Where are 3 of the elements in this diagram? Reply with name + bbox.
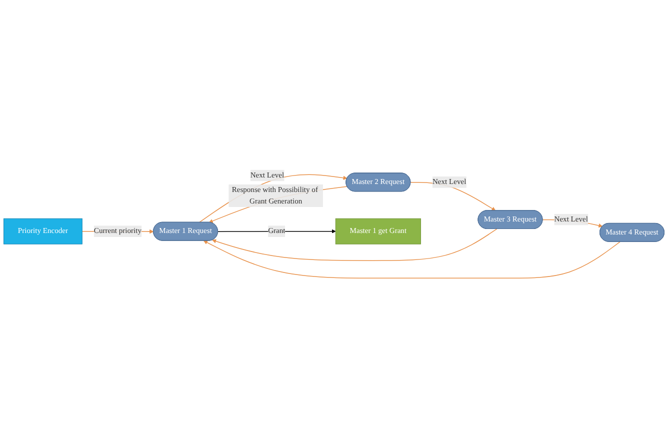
arrow — [203, 240, 620, 279]
arrow — [218, 229, 336, 234]
arrow — [212, 228, 498, 261]
